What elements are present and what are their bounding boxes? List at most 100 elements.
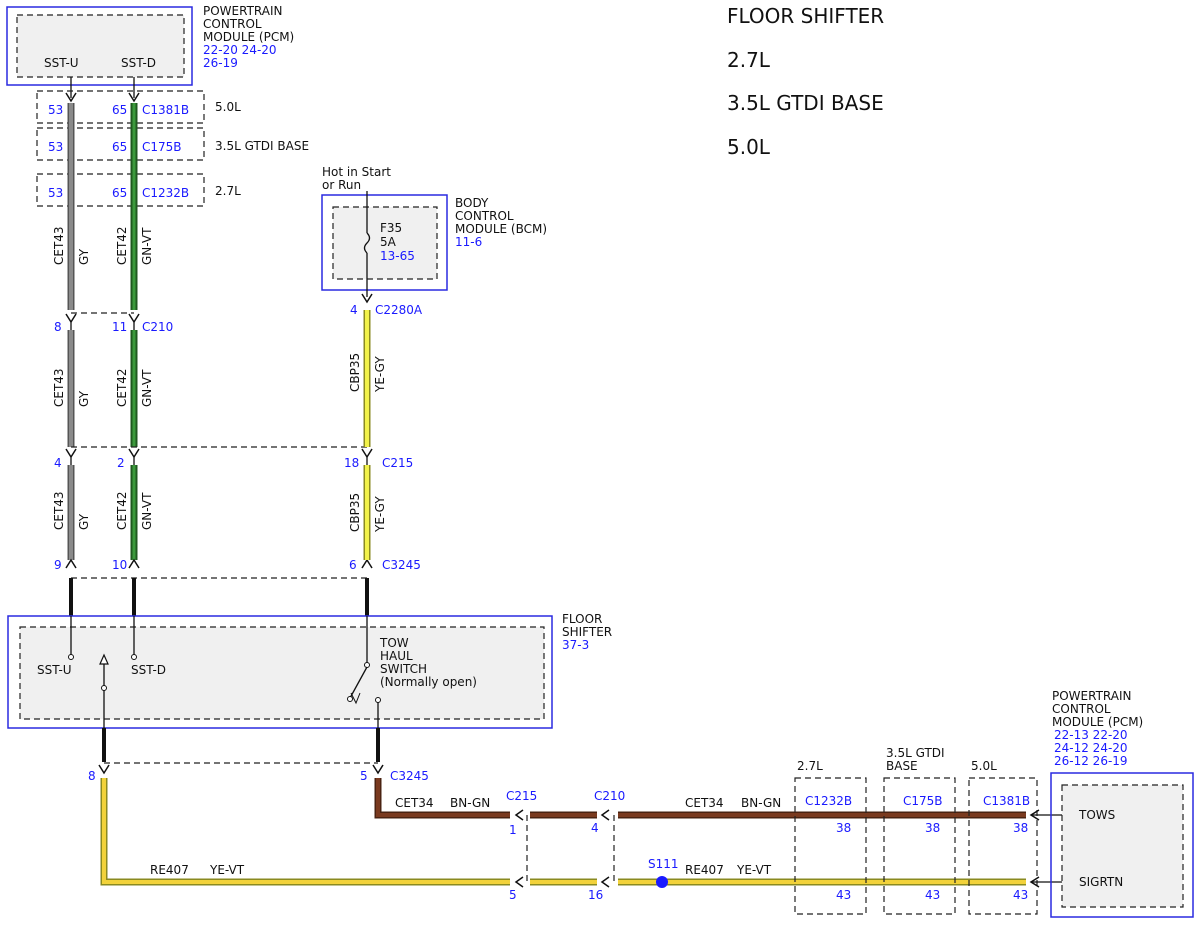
switch-text-4: (Normally open): [380, 675, 477, 689]
wire-cbp35[interactable]: CBP35 YE-GY CBP35 YE-GY: [348, 310, 387, 560]
shifter-ref[interactable]: 37-3: [562, 638, 589, 652]
shifter-pin-sst-d: SST-D: [131, 663, 166, 677]
bottom-connector-c1381b[interactable]: 5.0L C1381B 38 43: [968, 759, 1038, 915]
pin-53-c: 53: [48, 186, 63, 200]
switch-text-3: SWITCH: [380, 662, 427, 676]
splice-label: S111: [648, 857, 679, 871]
shifter-pin-sst-u: SST-U: [37, 663, 72, 677]
bottom-connector-c1232b[interactable]: 2.7L C1232B 38 43: [794, 759, 867, 915]
label-gy-1: GY: [77, 248, 91, 265]
c215-pin-1: 1: [509, 823, 517, 837]
splice-s111[interactable]: S111: [648, 857, 679, 888]
pcm-top-ref-1[interactable]: 22-20 24-20: [203, 43, 277, 57]
pcm-top-pin-sst-u: SST-U: [44, 56, 79, 70]
label-re407-2: RE407: [685, 863, 724, 877]
c210-pin-8: 8: [54, 320, 62, 334]
c215-pin-18: 18: [344, 456, 359, 470]
label-yegy-2: YE-GY: [373, 496, 387, 533]
label-bngn-1: BN-GN: [450, 796, 490, 810]
label-cbp35-2: CBP35: [348, 493, 362, 532]
pin-65-c: 65: [112, 186, 127, 200]
bottom-conn-c1232b: C1232B: [805, 794, 852, 808]
c210-label-upper: C210: [142, 320, 173, 334]
top-connector-c175b[interactable]: 53 65 C175B 3.5L GTDI BASE: [36, 127, 309, 161]
top-connector-c1232b[interactable]: 53 65 C1232B 2.7L: [36, 173, 241, 207]
diagram-title: FLOOR SHIFTER: [727, 4, 884, 28]
label-cet43-3: CET43: [52, 491, 66, 530]
fuse-icon: [363, 232, 371, 254]
connector-c3245-lower[interactable]: 8 5 C3245: [88, 728, 429, 783]
wire-labels-segment-1: CET43 GY CET42 GN-VT: [52, 226, 154, 265]
wire-cet34[interactable]: CET34 BN-GN CET34 BN-GN: [374, 778, 1026, 819]
switch-icon: [349, 666, 368, 699]
label-gnvt-3: GN-VT: [140, 492, 154, 530]
bottom-conn-c1381b: C1381B: [983, 794, 1030, 808]
pcm-bottom-ref-2[interactable]: 24-12 24-20: [1054, 741, 1128, 755]
bottom-c1232b-pin-38: 38: [836, 821, 851, 835]
label-cet34-2: CET34: [685, 796, 724, 810]
wire-labels-segment-3: CET43 GY CET42 GN-VT: [52, 491, 154, 530]
c210-pin-11: 11: [112, 320, 127, 334]
pcm-top-module[interactable]: SST-U SST-D POWERTRAIN CONTROL MODULE (P…: [6, 4, 294, 86]
pcm-pin-sigrtn: SIGRTN: [1079, 875, 1123, 889]
pcm-bottom-name-2: CONTROL: [1052, 702, 1111, 716]
pin-65-a: 65: [112, 103, 127, 117]
c215-pin-4: 4: [54, 456, 62, 470]
fuse-ref[interactable]: 13-65: [380, 249, 415, 263]
pcm-bottom-ref-1[interactable]: 22-13 22-20: [1054, 728, 1128, 742]
variant-label-2-7l: 2.7L: [215, 184, 241, 198]
label-cet43-1: CET43: [52, 226, 66, 265]
fuse-amps: 5A: [380, 235, 397, 249]
bcm-ref[interactable]: 11-6: [455, 235, 482, 249]
pcm-top-name-2: CONTROL: [203, 17, 262, 31]
label-yevt-1: YE-VT: [209, 863, 245, 877]
bottom-c1381b-pin-43: 43: [1013, 888, 1028, 902]
pcm-top-ref-2[interactable]: 26-19: [203, 56, 238, 70]
pin-53-a: 53: [48, 103, 63, 117]
c2280a-label: C2280A: [375, 303, 423, 317]
pcm-bottom-module[interactable]: POWERTRAIN CONTROL MODULE (PCM) 22-13 22…: [1050, 689, 1194, 918]
bottom-variant-3-5l-1: 3.5L GTDI: [886, 746, 945, 760]
c215-pin-5: 5: [509, 888, 517, 902]
bottom-connector-c175b[interactable]: 3.5L GTDI BASE C175B 38 43: [883, 746, 956, 915]
c3245-label-lower: C3245: [390, 769, 429, 783]
variant-5-0l: 5.0L: [727, 135, 771, 159]
bcm-name-3: MODULE (BCM): [455, 222, 547, 236]
conn-c175b-top: C175B: [142, 140, 182, 154]
pcm-top-pin-sst-d: SST-D: [121, 56, 156, 70]
switch-text-1: TOW: [379, 636, 409, 650]
top-connector-c1381b[interactable]: 53 65 C1381B 5.0L: [36, 90, 241, 124]
label-cet42-3: CET42: [115, 491, 129, 530]
c215-label-lower: C215: [506, 789, 537, 803]
label-cbp35-1: CBP35: [348, 353, 362, 392]
connector-c210-upper[interactable]: 8 11 C210: [54, 312, 173, 334]
pcm-pin-tows: TOWS: [1078, 808, 1115, 822]
c3245-pin-10: 10: [112, 558, 127, 572]
label-yegy-1: YE-GY: [373, 356, 387, 393]
variant-label-3-5l: 3.5L GTDI BASE: [215, 139, 309, 153]
label-cet34-1: CET34: [395, 796, 434, 810]
wire-re407[interactable]: RE407 YE-VT RE407 YE-VT: [100, 778, 1026, 886]
label-gy-3: GY: [77, 513, 91, 530]
bottom-c175b-pin-38: 38: [925, 821, 940, 835]
connector-c210-lower[interactable]: C210 4 16: [588, 789, 625, 902]
c3245-pin-5: 5: [360, 769, 368, 783]
bottom-c1381b-pin-38: 38: [1013, 821, 1028, 835]
bcm-module[interactable]: Hot in Start or Run F35 5A 13-65 BODY CO…: [321, 165, 547, 317]
wire-labels-segment-2: CET43 GY CET42 GN-VT: [52, 368, 154, 407]
connector-c215-lower[interactable]: C215 1 5: [506, 789, 537, 902]
fuse-f35: F35: [380, 221, 402, 235]
bcm-hot-2: or Run: [322, 178, 361, 192]
c215-pin-2: 2: [117, 456, 125, 470]
connector-c215-upper[interactable]: 4 2 18 C215: [54, 446, 413, 470]
label-gnvt-1: GN-VT: [140, 227, 154, 265]
label-re407-1: RE407: [150, 863, 189, 877]
c210-label-lower: C210: [594, 789, 625, 803]
c3245-label-upper: C3245: [382, 558, 421, 572]
c210-pin-4: 4: [591, 821, 599, 835]
bottom-variant-3-5l-2: BASE: [886, 759, 918, 773]
connector-c3245-upper[interactable]: 9 10 6 C3245: [54, 558, 421, 616]
bcm-name-1: BODY: [455, 196, 489, 210]
pcm-bottom-ref-3[interactable]: 26-12 26-19: [1054, 754, 1128, 768]
floor-shifter-module[interactable]: SST-U SST-D TOW HAUL SWITCH (Normally op…: [7, 612, 612, 729]
